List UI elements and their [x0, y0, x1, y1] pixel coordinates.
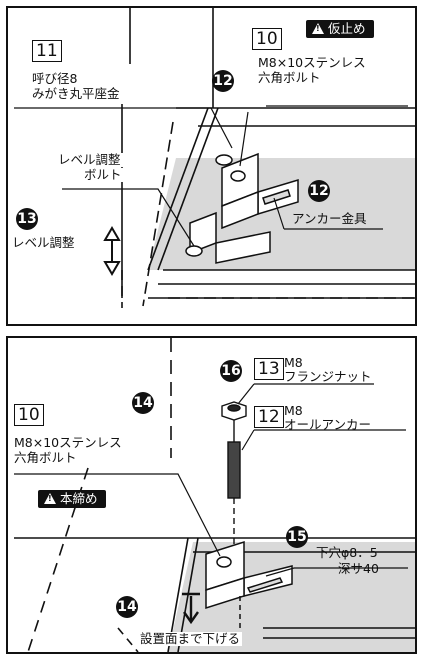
pilot-hole-label-line2: 深サ40 [338, 561, 379, 576]
bottom-panel: 16 13 M8 フランジナット 14 12 M8 オールアンカー 10 M8×… [6, 336, 417, 654]
warning-icon [312, 23, 324, 34]
part-badge-14a: 14 [132, 392, 154, 414]
bolt-label-line1: M8×10ステンレス [258, 55, 366, 70]
top-illustration [14, 8, 415, 308]
bolt-label-line2: 六角ボルト [14, 450, 77, 465]
flange-nut-label-line1: M8 [284, 355, 303, 370]
leader-lines [14, 383, 408, 577]
leader-lines [14, 105, 408, 247]
part-badge-15: 15 [286, 526, 308, 548]
final-tighten-warning: 本締め [38, 490, 106, 508]
lower-arrow [182, 592, 200, 625]
lower-to-floor-label: 設置面まで下げる [138, 631, 243, 646]
warning-final-text: 本締め [60, 491, 98, 506]
anchor-bolt-stack [221, 401, 247, 578]
level-bolt-label-line2: ボルト [82, 167, 124, 182]
ref-box-10: 10 [14, 404, 44, 426]
top-panel: 11 呼び径8 みがき丸平座金 10 仮止め M8×10ステンレス 六角ボルト … [6, 6, 417, 326]
ref-box-11: 11 [32, 40, 62, 62]
warning-temp-text: 仮止め [328, 21, 366, 36]
level-adjust-arrow [103, 226, 121, 276]
ref-box-13: 13 [254, 358, 284, 380]
level-adjust-label: レベル調整 [12, 235, 75, 250]
all-anchor-label-line1: M8 [284, 403, 303, 418]
bolt-label-line1: M8×10ステンレス [14, 435, 122, 450]
part-badge-16: 16 [220, 360, 242, 382]
part-badge-12a: 12 [212, 70, 234, 92]
anchor-fitting-label: アンカー金具 [292, 211, 367, 226]
cabinet-lines [121, 8, 415, 308]
ref-box-12: 12 [254, 406, 284, 428]
ref-box-10: 10 [252, 28, 282, 50]
bottom-illustration [14, 338, 415, 652]
washer-label-line1: 呼び径8 [32, 71, 78, 86]
anchor-bracket-2 [185, 154, 271, 264]
temporary-fix-warning: 仮止め [306, 20, 374, 38]
washer-label-line2: みがき丸平座金 [32, 86, 120, 101]
pilot-hole-label-line1: 下穴φ8．5 [316, 545, 378, 560]
part-badge-12b: 12 [308, 180, 330, 202]
level-bolt-label-line1: レベル調整 [56, 152, 123, 167]
flange-nut-label-line2: フランジナット [284, 369, 372, 384]
part-badge-13: 13 [16, 208, 38, 230]
anchor-bracket-1 [221, 152, 299, 230]
all-anchor-label-line2: オールアンカー [284, 417, 372, 432]
warning-icon [44, 493, 56, 504]
anchor-bracket [205, 540, 293, 638]
part-badge-14b: 14 [116, 596, 138, 618]
bolt-label-line2: 六角ボルト [258, 70, 321, 85]
